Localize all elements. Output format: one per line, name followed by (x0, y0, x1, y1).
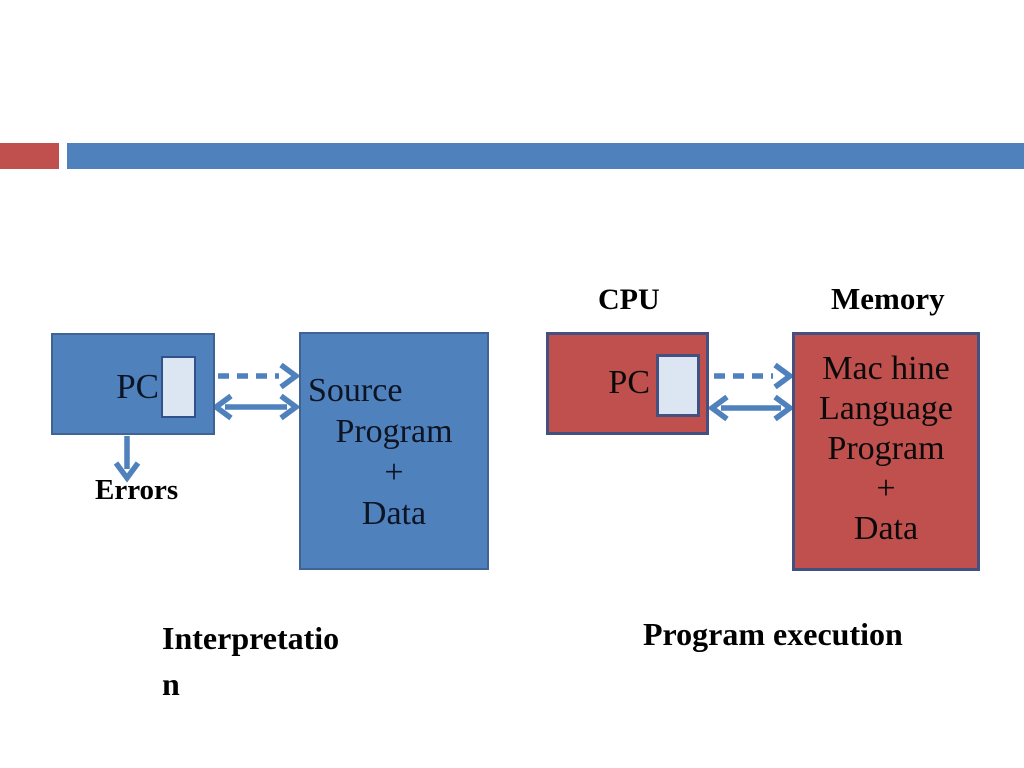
source-program-box: Source Program + Data (299, 332, 489, 570)
cpu-label: CPU (598, 283, 660, 316)
interpreter-pc-register-rect (161, 356, 196, 418)
pc-to-errors-down-arrow (113, 436, 141, 483)
errors-label: Errors (95, 474, 179, 506)
header-accent-red-block (0, 143, 59, 169)
memory-box-line: Language (818, 390, 954, 427)
cpu-pc-register-rect (656, 354, 700, 417)
pc-to-source-dashed-arrow (218, 362, 301, 390)
memory-box-line: Mac hine (822, 350, 950, 387)
memory-box-line: Data (853, 510, 919, 547)
pc-source-double-arrow (211, 393, 301, 421)
source-box-line: Data (361, 495, 427, 532)
memory-box: Mac hine Language Program + Data (792, 332, 980, 571)
interpreter-pc-label: PC (116, 367, 159, 406)
memory-box-line: Program (827, 430, 945, 467)
source-box-line: Source (308, 372, 403, 409)
cpu-memory-double-arrow (707, 394, 795, 422)
memory-box-line: + (876, 470, 896, 507)
program-execution-caption: Program execution (643, 616, 903, 652)
memory-label: Memory (831, 281, 945, 316)
cpu-pc-label: PC (608, 364, 650, 401)
interpretation-caption: Interpretatio n (162, 620, 340, 702)
cpu-to-memory-dashed-arrow (714, 362, 795, 390)
header-accent-blue-bar (67, 143, 1024, 169)
source-box-line: Program (335, 413, 453, 450)
source-box-line: + (384, 454, 404, 491)
